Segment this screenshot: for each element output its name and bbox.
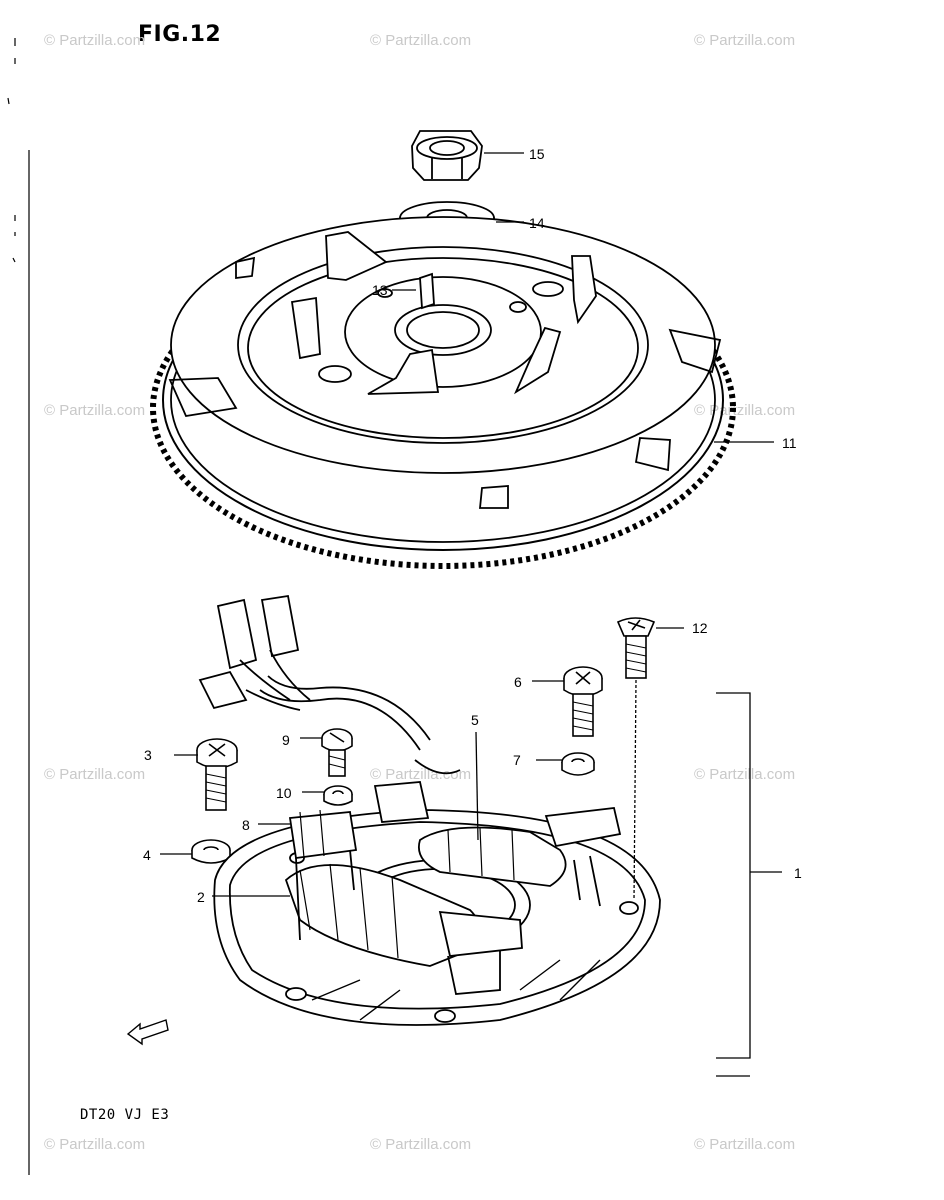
- figure-title: FIG.12: [138, 22, 222, 47]
- scan-specks: [7, 38, 30, 1175]
- callout-2: 2: [197, 889, 205, 905]
- watermark: © Partzilla.com: [44, 32, 146, 49]
- watermark: © Partzilla.com: [44, 402, 146, 419]
- callout-6: 6: [514, 674, 522, 690]
- callout-10: 10: [276, 785, 292, 801]
- callout-7: 7: [513, 752, 521, 768]
- washer: [191, 839, 231, 864]
- pulser-screw: [321, 728, 353, 777]
- callout-5: 5: [471, 712, 479, 728]
- watermark: © Partzilla.com: [370, 1136, 472, 1153]
- watermark: © Partzilla.com: [694, 1136, 796, 1153]
- watermark: © Partzilla.com: [694, 402, 796, 419]
- callout-9: 9: [282, 732, 290, 748]
- callout-8: 8: [242, 817, 250, 833]
- fwd-arrow-icon: [126, 1019, 169, 1046]
- flywheel-nut: [411, 130, 483, 181]
- callout-13: 13: [372, 282, 388, 298]
- wiring-harness: [198, 594, 461, 775]
- stator-screw: [196, 738, 238, 811]
- callout-11: 11: [782, 435, 797, 451]
- countersunk-screw: [616, 617, 656, 679]
- callout-15: 15: [529, 146, 545, 162]
- callout-3: 3: [144, 747, 152, 763]
- pulser-washer: [323, 785, 353, 806]
- pulser-coil: [288, 809, 358, 941]
- lighting-coil: [373, 781, 622, 907]
- model-code: DT20 VJ E3: [80, 1107, 170, 1123]
- watermark: © Partzilla.com: [44, 766, 146, 783]
- watermark: © Partzilla.com: [370, 766, 472, 783]
- watermark: © Partzilla.com: [694, 32, 796, 49]
- charge-coil: [284, 863, 523, 995]
- callout-12: 12: [692, 620, 708, 636]
- flywheel: [150, 216, 736, 569]
- callout-1: 1: [794, 865, 802, 881]
- watermark: © Partzilla.com: [370, 32, 472, 49]
- coil-screw: [563, 666, 603, 737]
- leader-lines: [160, 152, 782, 1077]
- watermark: © Partzilla.com: [694, 766, 796, 783]
- watermark: © Partzilla.com: [44, 1136, 146, 1153]
- callout-4: 4: [143, 847, 151, 863]
- callout-14: 14: [529, 215, 545, 231]
- lock-washer: [561, 752, 595, 776]
